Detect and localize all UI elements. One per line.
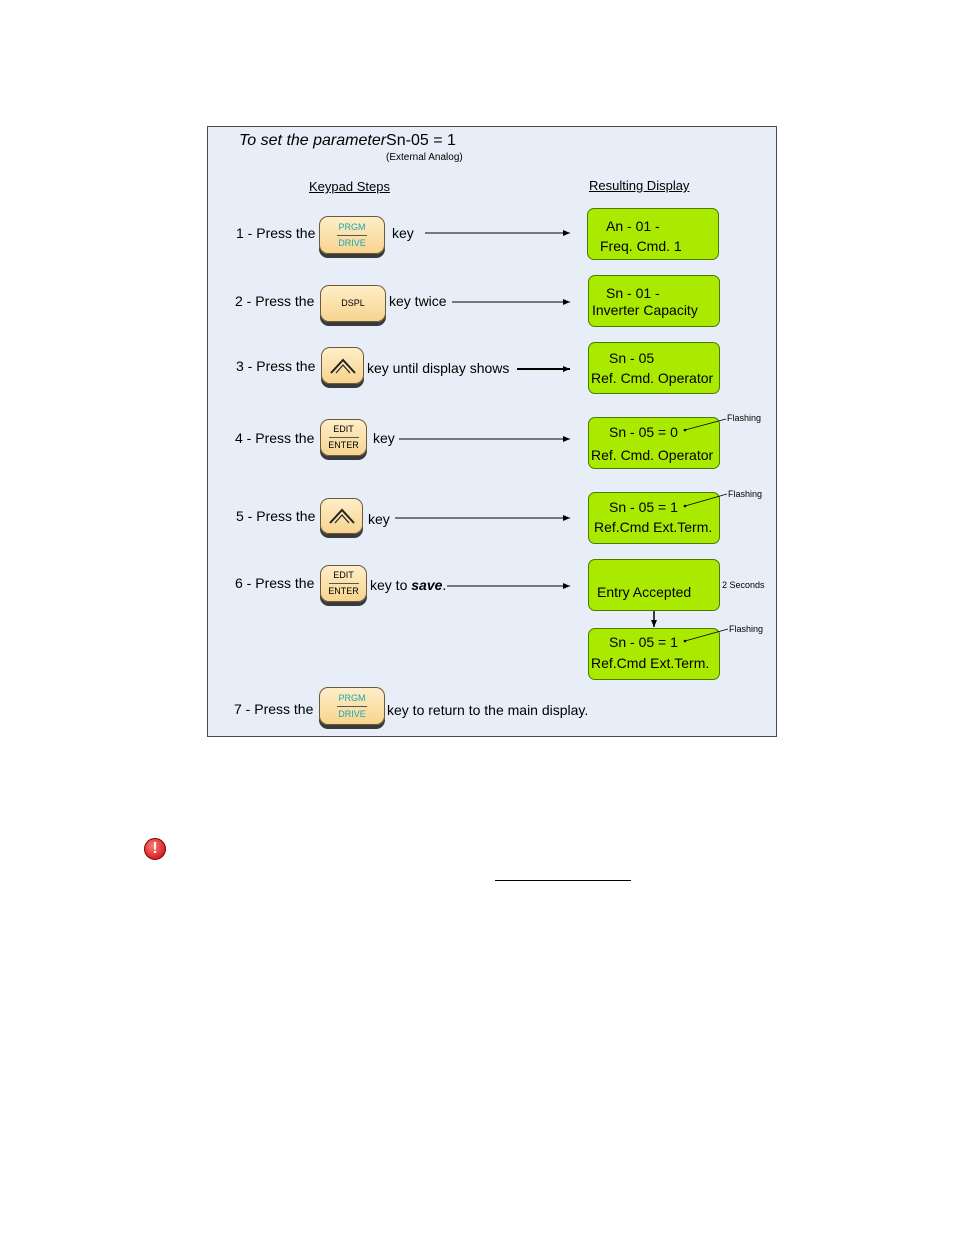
dspl-key[interactable]: DSPL [320,285,386,322]
edit-enter-key[interactable]: EDIT ENTER [320,419,367,456]
lcd-display-1: An - 01 - Freq. Cmd. 1 [587,208,719,260]
up-arrow-icon [328,508,355,524]
step-1-text: key [392,225,414,241]
title-param: Sn-05 = 1 [386,132,456,149]
flashing-note-5: Flashing [728,489,763,499]
step-6-text-prefix: key to [370,577,412,593]
lcd-line-2: Ref. Cmd. Operator [591,370,714,386]
lcd-display-5: Sn - 05 = 1 Ref.Cmd Ext.Term. [588,492,720,544]
up-arrow-key[interactable] [320,498,363,534]
resulting-display-header: Resulting Display [589,178,690,193]
step-1-label: 1 - Press the [236,225,316,241]
lcd-line-2: Ref. Cmd. Operator [591,447,714,463]
lcd-line-1: Entry Accepted [597,584,692,600]
keypad-steps-header: Keypad Steps [309,179,390,194]
edit-enter-key[interactable]: EDIT ENTER [320,565,367,602]
two-seconds-note: 2 Seconds [722,580,765,590]
key-label-drive: DRIVE [338,708,366,719]
lcd-display-7: Sn - 05 = 1 Ref.Cmd Ext.Term. [588,628,720,680]
key-divider [337,705,367,707]
lcd-line-1: Sn - 05 [609,350,655,366]
key-divider [328,437,359,438]
step-7-text: key to return to the main display. [387,702,589,718]
key-label-enter: ENTER [328,586,359,596]
lcd-line-1: Sn - 05 = 1 [609,499,678,515]
step-5-text: key [368,511,390,527]
step-2-text: key twice [389,293,447,309]
lcd-line-2: Freq. Cmd. 1 [600,238,682,254]
panel-title: To set the parameterSn-05 = 1 [239,132,456,150]
flashing-note-4: Flashing [727,413,762,423]
step-3-text: key until display shows [367,360,510,376]
lcd-line-2: Inverter Capacity [592,302,698,318]
step-6-label: 6 - Press the [235,575,315,591]
underline-rule [495,880,631,881]
prgm-drive-key[interactable]: PRGM DRIVE [319,687,385,725]
key-label-prgm: PRGM [338,221,366,232]
lcd-line-1: Sn - 05 = 1 [609,634,678,650]
key-label-dspl: DSPL [341,298,365,308]
key-label-enter: ENTER [328,440,359,450]
key-label-prgm: PRGM [338,692,366,703]
lcd-display-2: Sn - 01 - Inverter Capacity [588,275,720,327]
up-arrow-icon [329,358,356,374]
step-4-text: key [373,430,395,446]
step-6-text-suffix: . [442,577,447,593]
step-2-label: 2 - Press the [235,293,315,309]
step-6-text-emph: save [411,577,443,593]
key-label-drive: DRIVE [338,237,366,248]
key-label-edit: EDIT [333,570,354,580]
step-5-label: 5 - Press the [236,508,316,524]
title-subtitle: (External Analog) [386,152,463,163]
lcd-line-1: Sn - 01 - [606,285,660,301]
title-prefix: To set the parameter [239,132,387,149]
key-divider [328,583,359,584]
lcd-display-3: Sn - 05 Ref. Cmd. Operator [588,342,720,394]
lcd-display-6: Entry Accepted [588,559,720,611]
up-arrow-key[interactable] [321,347,364,384]
key-divider [337,234,367,236]
lcd-line-1: An - 01 - [606,218,660,234]
exclamation-icon: ! [144,838,166,860]
lcd-display-4: Sn - 05 = 0 Ref. Cmd. Operator [588,417,720,469]
lcd-line-2: Ref.Cmd Ext.Term. [591,655,710,671]
step-3-label: 3 - Press the [236,358,316,374]
flashing-note-6: Flashing [729,624,764,634]
step-6-text: key to save. [370,577,446,593]
lcd-line-1: Sn - 05 = 0 [609,424,678,440]
key-label-edit: EDIT [333,424,354,434]
step-7-label: 7 - Press the [234,701,314,717]
lcd-line-2: Ref.Cmd Ext.Term. [594,519,713,535]
prgm-drive-key[interactable]: PRGM DRIVE [319,216,385,254]
step-4-label: 4 - Press the [235,430,315,446]
